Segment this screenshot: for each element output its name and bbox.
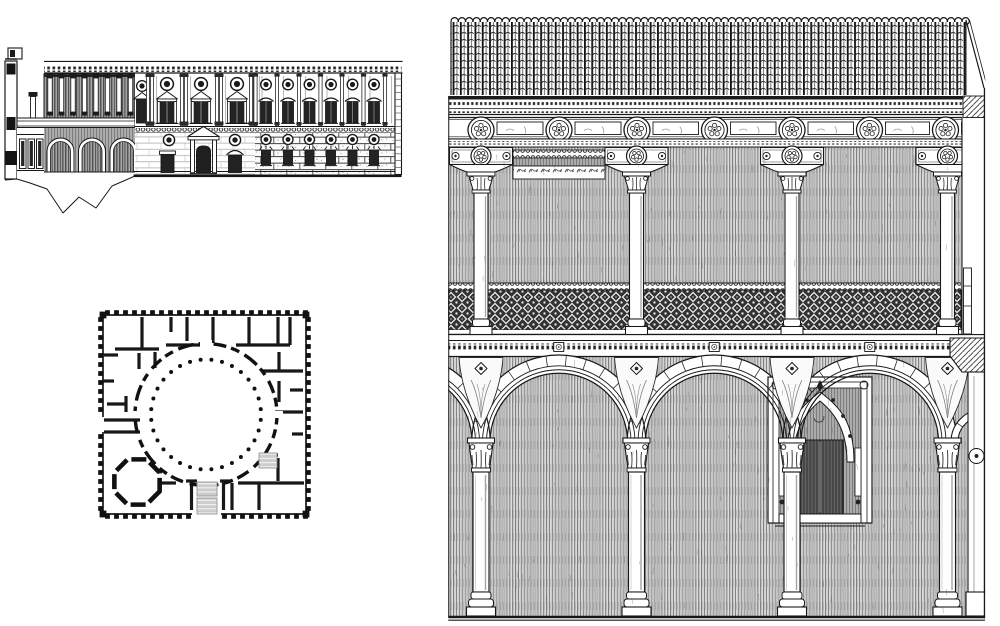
spandrel-rosette [864, 342, 876, 352]
roof-tiles [450, 17, 970, 95]
spandrel-rosette [553, 342, 565, 352]
engraving-noise [453, 150, 949, 615]
spandrel-panel [458, 357, 504, 429]
gallery-column [759, 145, 825, 336]
frieze-panel [652, 121, 699, 135]
panel-ground-plan [98, 310, 311, 519]
arcade-column [932, 437, 963, 617]
arcade-column [621, 437, 652, 617]
section-pier [7, 47, 23, 60]
frieze-medallion [700, 116, 729, 144]
eaves-cornice [448, 96, 985, 116]
ground-line [448, 615, 985, 621]
frieze-panel [730, 121, 777, 135]
arcade-column [465, 437, 497, 617]
spandrel-panel [925, 357, 970, 429]
lattice-parapet [448, 282, 962, 336]
carved-frieze-strip [512, 149, 606, 180]
frieze-panel [885, 121, 930, 135]
panel-courtyard-elevation [448, 17, 986, 621]
frieze-panel [496, 121, 544, 135]
spandrel-rosette [708, 342, 720, 352]
frieze-panel [807, 121, 854, 135]
spandrel-panel [769, 357, 815, 429]
panel-section-facade [4, 47, 403, 214]
spandrel-panel [614, 357, 659, 429]
gallery-column [448, 145, 514, 336]
arcade-arch [627, 355, 802, 442]
section-cut-right [949, 88, 986, 619]
frieze-panel [574, 121, 622, 135]
frieze-medallion [623, 116, 651, 144]
arcade-column [776, 437, 808, 617]
arcade-arch [471, 355, 646, 442]
gallery-column [604, 145, 669, 336]
roof-section-slope [965, 19, 986, 95]
frieze-molding [448, 138, 985, 148]
